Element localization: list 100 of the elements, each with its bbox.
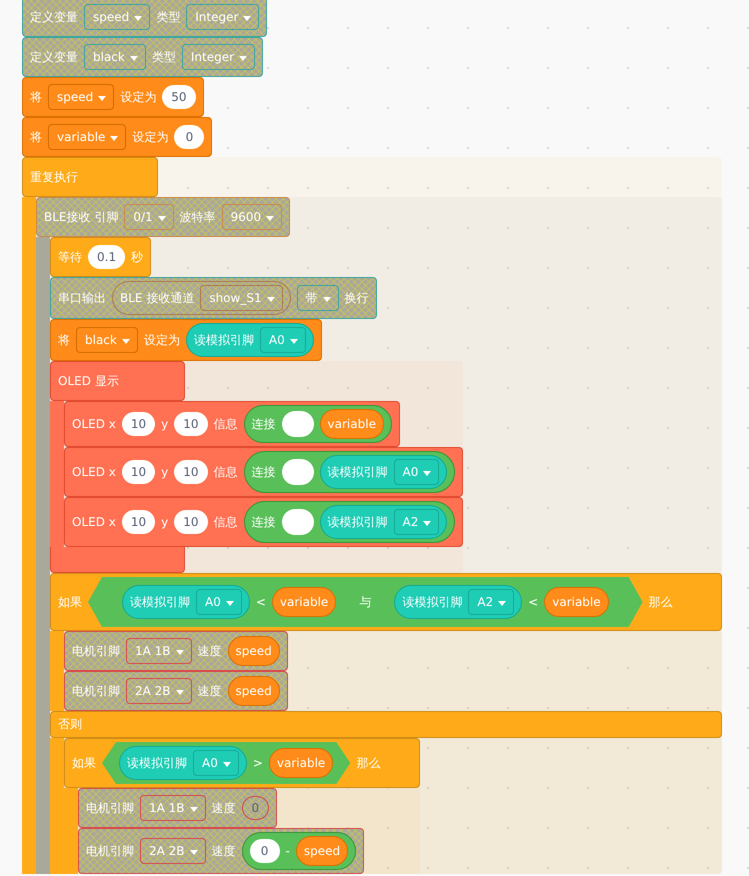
- dropdown: variable: [48, 124, 126, 150]
- number-input: 0.1: [88, 245, 126, 269]
- block-label: 设定为: [144, 332, 180, 348]
- dropdown: A0: [260, 327, 306, 353]
- block-label: 串口输出: [58, 290, 106, 306]
- block-label: 否则: [58, 716, 82, 733]
- block-label: 读模拟引脚: [402, 594, 462, 610]
- block-label: 与: [359, 594, 372, 610]
- reporter-block: [228, 636, 280, 666]
- block-label: 电机引脚: [72, 642, 120, 660]
- block-label: 信息: [214, 514, 238, 530]
- block-label: 读模拟引脚: [328, 464, 388, 480]
- block-label: 等待: [58, 248, 82, 266]
- code-block: [64, 447, 464, 497]
- code-block: [50, 277, 377, 319]
- dropdown: black: [84, 44, 146, 70]
- block-label: 连接: [252, 464, 276, 480]
- reporter-block: [228, 676, 280, 706]
- block-label: 将: [30, 88, 42, 106]
- reporter-block: [320, 409, 384, 439]
- block-label: BLE 接收通道: [120, 290, 194, 306]
- code-block: [64, 401, 400, 447]
- block-label: OLED x: [72, 417, 116, 431]
- block-label: 将: [58, 332, 70, 348]
- block-label: 读模拟引脚: [328, 514, 388, 530]
- dropdown: speed: [48, 84, 114, 110]
- number-input: 0: [174, 125, 204, 149]
- block-label: 读模拟引脚: [130, 594, 190, 610]
- reporter-block: [186, 323, 314, 357]
- block-label: variable: [276, 756, 326, 770]
- block-label: 类型: [152, 48, 176, 66]
- dropdown: 2A 2B: [126, 678, 192, 704]
- block-label: <: [528, 595, 538, 609]
- number-input: 10: [174, 412, 208, 436]
- reporter-block: [272, 587, 336, 617]
- number-input: 10: [174, 510, 208, 534]
- dropdown: A0: [394, 459, 440, 485]
- reporter-block: [119, 746, 247, 780]
- block-label: 定义变量: [30, 48, 78, 66]
- number-input: 10: [122, 412, 156, 436]
- code-block: [50, 237, 152, 277]
- block-label: speed: [236, 644, 272, 658]
- block-label: 电机引脚: [86, 842, 134, 860]
- dropdown: Integer: [186, 4, 260, 30]
- block-label: 连接: [252, 514, 276, 530]
- number-input: 0: [250, 839, 280, 863]
- dropdown: 带: [296, 285, 339, 311]
- block-label: OLED x: [72, 465, 116, 479]
- code-block: [22, 117, 212, 157]
- dropdown: black: [76, 327, 138, 353]
- operator-block: [244, 451, 456, 493]
- dropdown: A2: [394, 509, 440, 535]
- block-label: <: [256, 595, 266, 609]
- code-block: [78, 828, 364, 874]
- block-label: speed: [304, 844, 340, 858]
- reporter-block: [320, 505, 448, 539]
- block-label: 换行: [344, 290, 369, 306]
- block-label: variable: [280, 595, 328, 609]
- block-label: variable: [328, 417, 376, 431]
- block-label: 那么: [356, 754, 380, 772]
- operator-block: [244, 501, 456, 543]
- reporter-block: [112, 281, 291, 315]
- block-label: 秒: [131, 248, 144, 266]
- c-block: [64, 738, 420, 874]
- code-block: [50, 319, 322, 361]
- block-label: 电机引脚: [86, 800, 134, 816]
- block-label: 重复执行: [30, 168, 78, 186]
- dropdown: 0/1: [124, 204, 174, 230]
- block-label: 定义变量: [30, 8, 78, 26]
- block-label: 如果: [58, 594, 82, 610]
- c-block: [50, 573, 722, 874]
- block-label: variable: [552, 595, 601, 609]
- block-label: 如果: [72, 754, 96, 772]
- block-label: OLED x: [72, 515, 116, 529]
- code-block: [64, 497, 464, 547]
- block-label: 读模拟引脚: [194, 332, 254, 348]
- dropdown: speed: [84, 4, 150, 30]
- reporter-block: [544, 587, 609, 617]
- number-input: 10: [122, 510, 156, 534]
- dropdown: 9600: [222, 204, 282, 230]
- code-block: [78, 788, 278, 828]
- block-label: 速度: [198, 642, 222, 660]
- number-input: 0: [242, 796, 270, 820]
- dropdown: 1A 1B: [126, 638, 192, 664]
- dropdown: A2: [468, 589, 514, 615]
- code-block: [64, 631, 288, 671]
- code-block: [64, 671, 288, 711]
- reporter-block: [296, 836, 348, 866]
- operator-block: [244, 405, 392, 443]
- block-label: 那么: [648, 594, 673, 610]
- dropdown: A0: [193, 750, 239, 776]
- reporter-block: [122, 585, 250, 619]
- c-block: [50, 361, 464, 573]
- block-label: y: [161, 417, 168, 431]
- code-block: [22, 0, 268, 37]
- block-label: 设定为: [132, 128, 168, 146]
- block-label: 信息: [214, 464, 238, 480]
- block-label: 读模拟引脚: [127, 754, 187, 772]
- block-label: 设定为: [120, 88, 156, 106]
- dropdown: show_S1: [200, 285, 283, 311]
